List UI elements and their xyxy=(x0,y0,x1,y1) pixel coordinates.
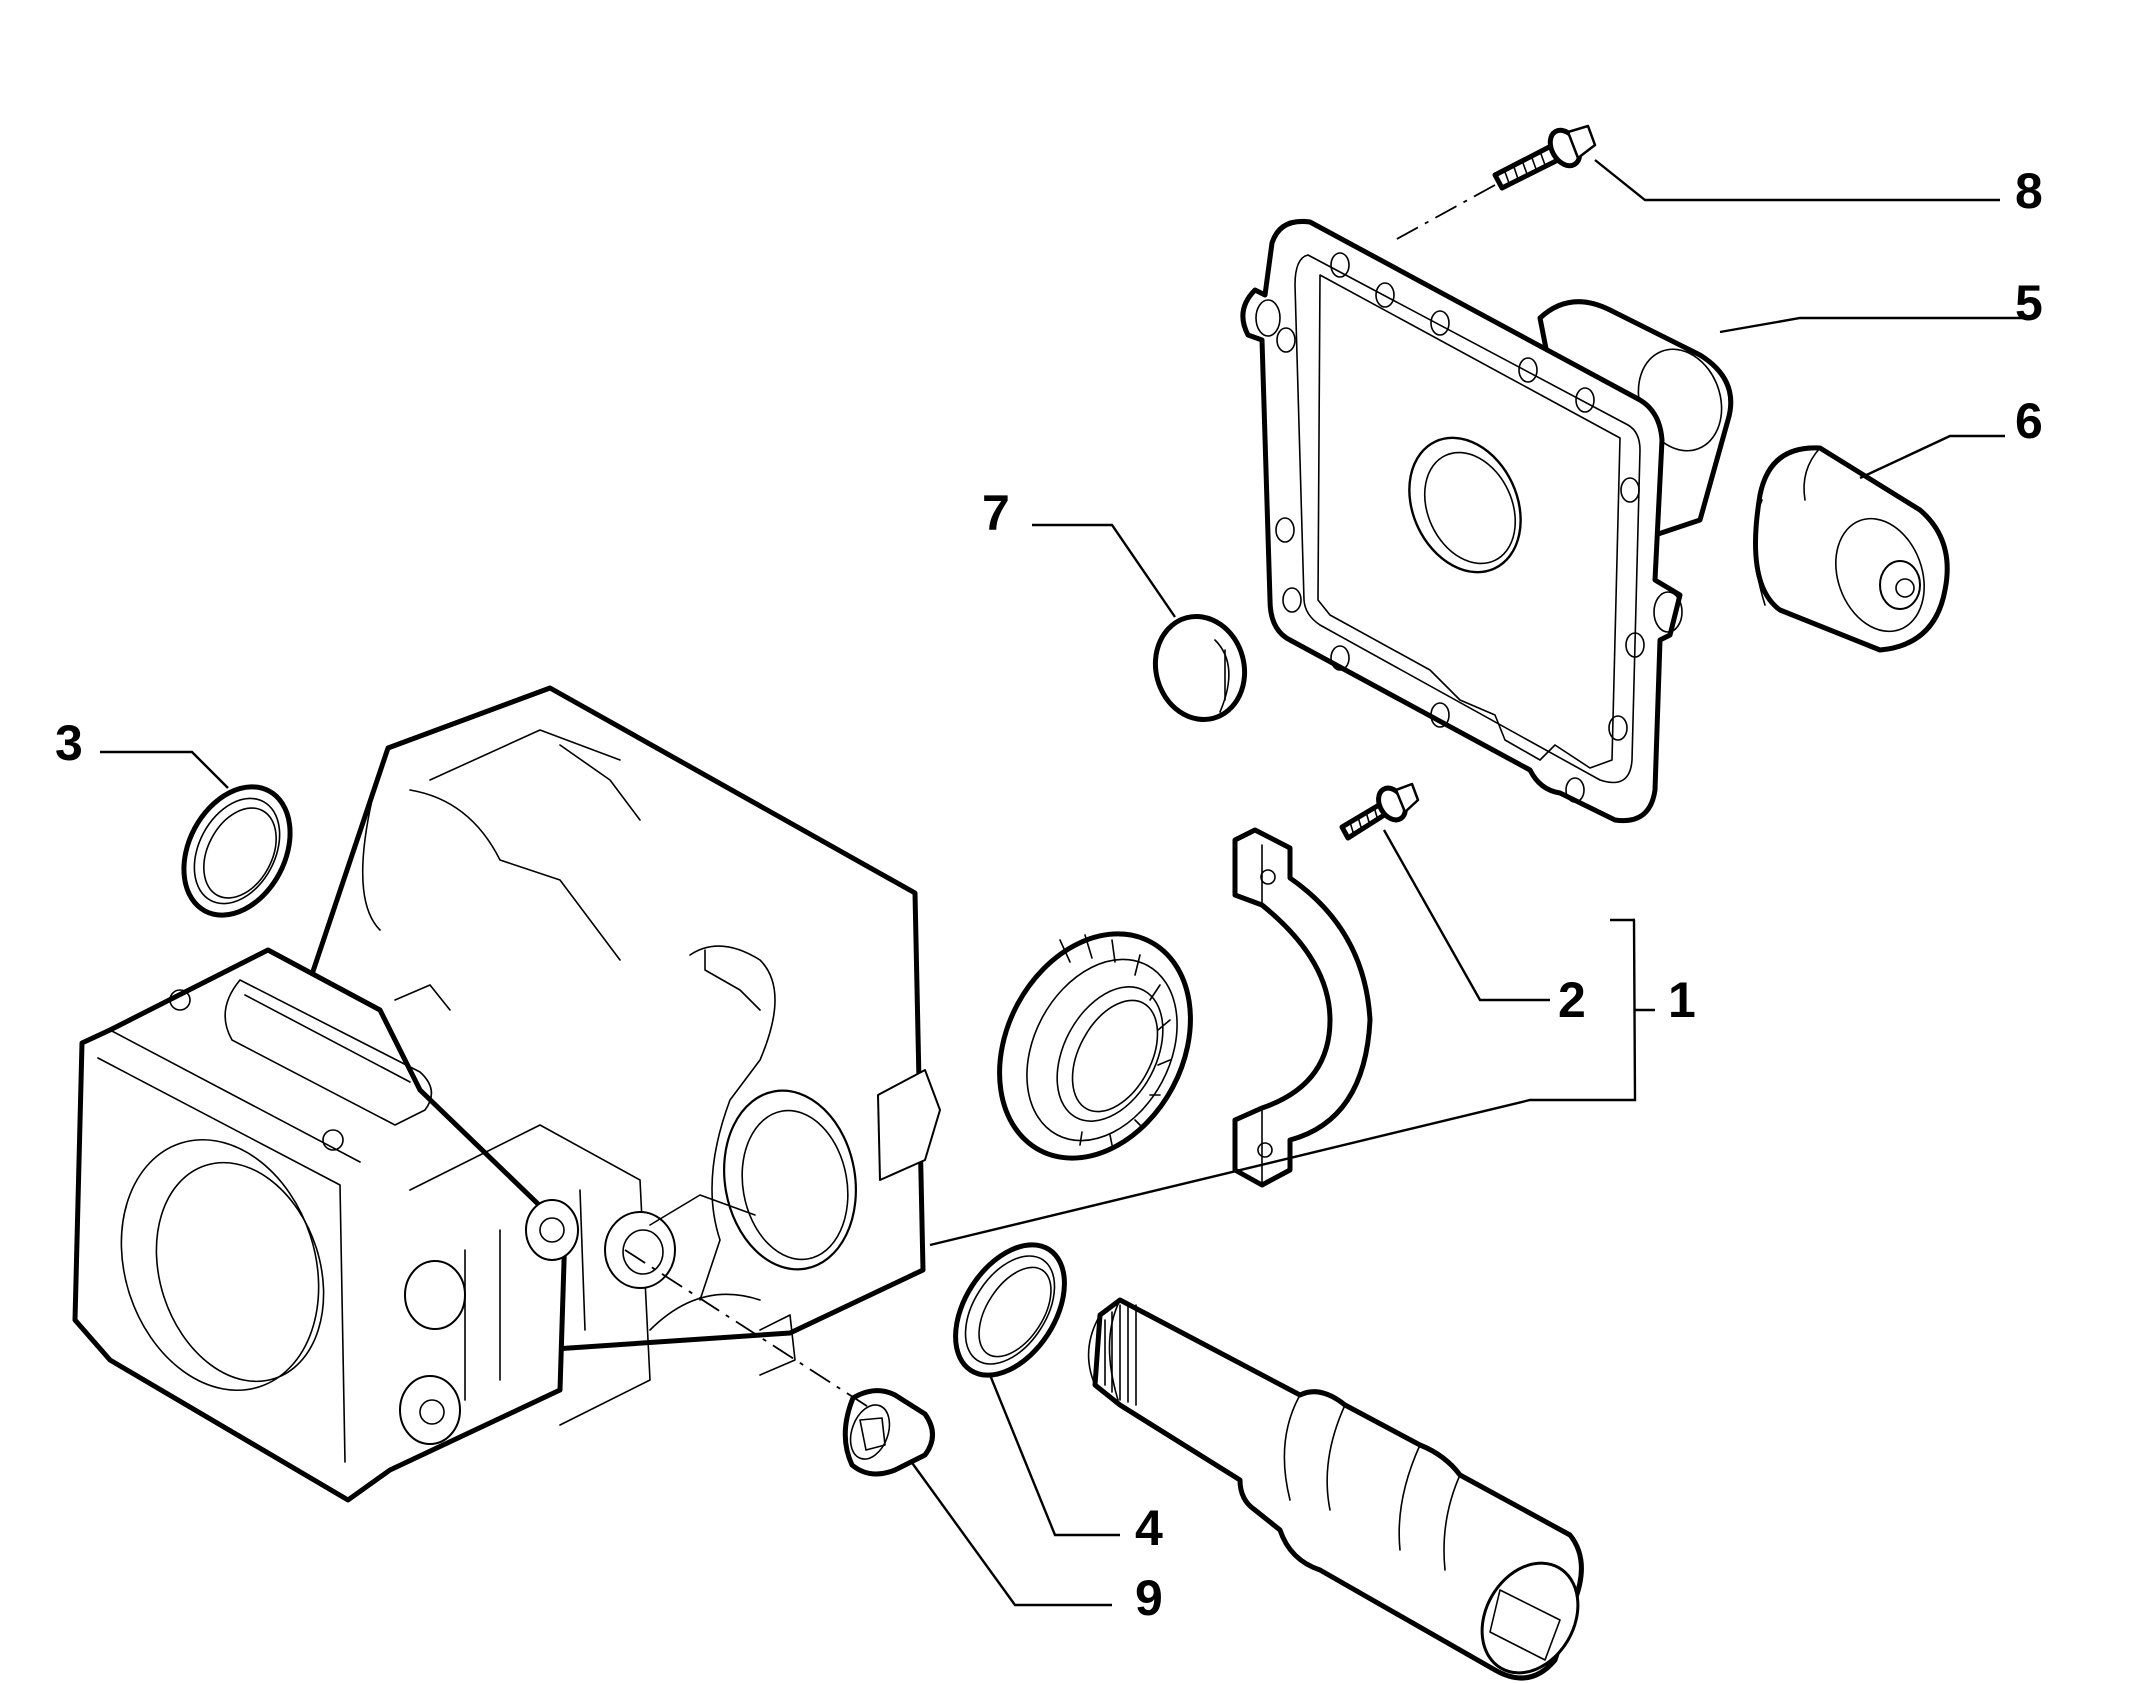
leader-lines xyxy=(100,159,2030,1607)
callout-2: 2 xyxy=(1558,972,1586,1028)
callout-1: 1 xyxy=(1668,972,1696,1028)
bearing-clamp-part xyxy=(1232,827,1373,1188)
callout-6: 6 xyxy=(2015,393,2043,449)
center-lines xyxy=(624,184,1496,1409)
plug-part-9 xyxy=(842,1388,935,1477)
bushing-part-6 xyxy=(1753,445,1950,653)
callout-7: 7 xyxy=(982,485,1010,541)
callout-4: 4 xyxy=(1135,1500,1163,1556)
cover-plate-part-5 xyxy=(1240,218,1734,824)
cap-part-7 xyxy=(1152,613,1248,723)
callout-9: 9 xyxy=(1135,1570,1163,1626)
output-shaft-part xyxy=(1087,1297,1584,1681)
callout-labels: 1 2 3 4 5 6 7 8 9 xyxy=(55,163,2043,1626)
seal-part-3 xyxy=(181,784,293,918)
seal-part-4 xyxy=(953,1242,1067,1378)
housing-part-1 xyxy=(72,685,941,1503)
callout-8: 8 xyxy=(2015,163,2043,219)
bearing-part xyxy=(997,931,1193,1161)
callout-3: 3 xyxy=(55,715,83,771)
bolt-part-2 xyxy=(1339,782,1420,841)
callout-5: 5 xyxy=(2015,275,2043,331)
bolt-part-8 xyxy=(1492,124,1597,191)
